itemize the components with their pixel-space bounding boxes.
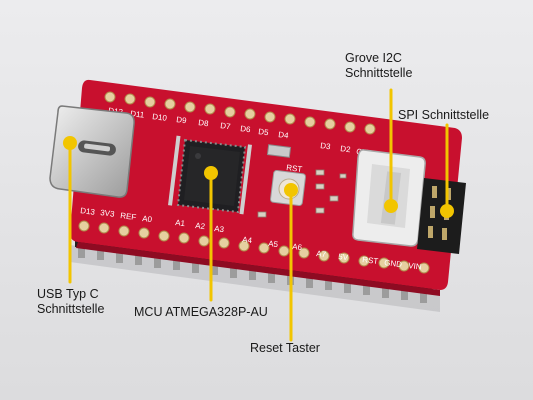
silk-label: D11 xyxy=(130,109,146,120)
mcu-label: MCU ATMEGA328P-AU xyxy=(134,305,268,319)
grove-label: Grove I2C Schnittstelle xyxy=(345,51,413,80)
spi-label: SPI Schnittstelle xyxy=(398,108,490,122)
silk-label: D8 xyxy=(198,118,210,128)
spi-header xyxy=(417,178,466,254)
pcb-edge xyxy=(76,242,440,296)
silkscreen-bottom: D13 3V3 REF A0 A1 A2 A3 A4 A5 A6 A7 5V R… xyxy=(80,206,423,272)
silk-label: A4 xyxy=(242,235,253,245)
top-row-pads xyxy=(104,91,376,135)
silk-label: A6 xyxy=(292,242,303,252)
callout-dots xyxy=(63,136,454,218)
silk-label: VIN xyxy=(408,261,423,272)
silk-label: GND xyxy=(384,258,403,269)
silk-label: D7 xyxy=(220,121,232,131)
silk-label: D5 xyxy=(258,127,270,137)
bottom-row-pads xyxy=(78,220,430,274)
callout-lines xyxy=(68,88,449,342)
silk-label: A5 xyxy=(268,239,279,249)
reset-label: Reset Taster xyxy=(250,341,320,355)
usb-c-connector xyxy=(49,105,135,198)
usb-label: USB Typ C Schnittstelle xyxy=(37,287,105,316)
silk-label: A3 xyxy=(214,224,225,234)
silk-label: D3 xyxy=(320,141,332,151)
silk-label: D9 xyxy=(176,115,188,125)
silk-label: RST xyxy=(362,255,379,266)
silk-label: A0 xyxy=(142,214,153,224)
silk-label: RST xyxy=(286,163,303,174)
silk-label: D4 xyxy=(278,130,290,140)
silk-label: D13 xyxy=(80,206,96,217)
grove-connector xyxy=(352,149,426,247)
silk-label: D2 xyxy=(340,144,352,154)
smd-components xyxy=(257,169,347,218)
silk-label: A7 xyxy=(316,249,327,259)
silk-label: A2 xyxy=(195,221,206,231)
silk-label: 5V xyxy=(338,252,349,262)
silk-label: REF xyxy=(120,211,137,222)
silk-label: D6 xyxy=(240,124,252,134)
crystal xyxy=(266,144,292,158)
silk-label: A1 xyxy=(175,218,186,228)
silk-label: 3V3 xyxy=(100,208,116,219)
silk-label: D10 xyxy=(152,112,168,123)
